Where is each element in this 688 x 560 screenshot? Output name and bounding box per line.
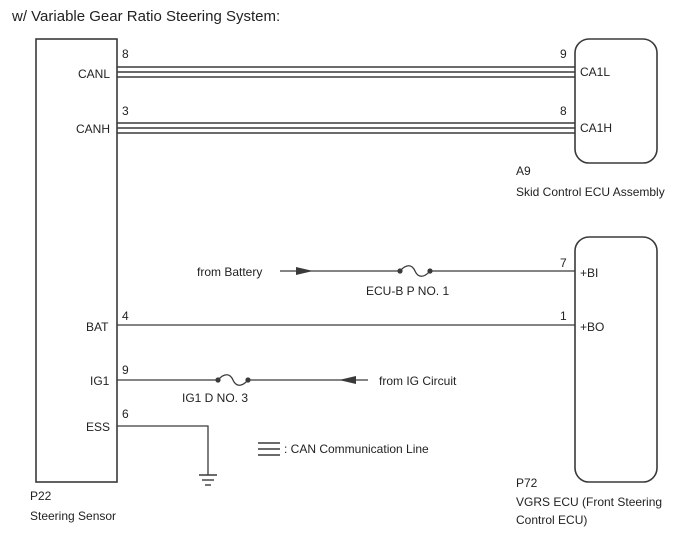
bi-arrow-icon: [296, 267, 313, 275]
canh-left-label: CANH: [76, 122, 110, 136]
fuse-terminal-icon: [397, 268, 403, 274]
skid-control-ecu-id: A9: [516, 164, 531, 178]
canl-right-label: CA1L: [580, 65, 610, 79]
ecu-b-fuse-label: ECU-B P NO. 1: [366, 284, 449, 298]
canh-right-pin: 8: [560, 104, 567, 118]
steering-sensor-box: [35, 38, 118, 483]
bi-right-label: +BI: [580, 266, 598, 280]
canh-left-pin: 3: [122, 104, 129, 118]
canl-left-label: CANL: [78, 67, 110, 81]
skid-control-ecu-name: Skid Control ECU Assembly: [516, 185, 665, 199]
ess-left-label: ESS: [86, 420, 110, 434]
vgrs-ecu-name-line1: VGRS ECU (Front Steering: [516, 495, 662, 509]
vgrs-ecu-id: P72: [516, 476, 538, 490]
ess-wire: [117, 425, 209, 475]
ess-left-pin: 6: [122, 407, 129, 421]
bo-right-label: +BO: [580, 320, 604, 334]
ig1-fuse-icon: [217, 374, 249, 386]
ig1-fuse-label: IG1 D NO. 3: [182, 391, 248, 405]
fuse-terminal-icon: [215, 377, 221, 383]
vgrs-ecu-box: [574, 236, 658, 483]
bi-right-pin: 7: [560, 256, 567, 270]
bat-right-pin: 1: [560, 309, 567, 323]
ig-circuit-source-label: from IG Circuit: [379, 374, 457, 388]
canl-right-pin: 9: [560, 47, 567, 61]
ig1-left-label: IG1: [90, 374, 110, 388]
skid-control-ecu-box: [574, 38, 658, 164]
steering-sensor-name: Steering Sensor: [30, 509, 116, 523]
canl-left-pin: 8: [122, 47, 129, 61]
canl-wire: [117, 66, 575, 78]
diagram-title: w/ Variable Gear Ratio Steering System:: [11, 8, 280, 25]
vgrs-ecu-name-line2: Control ECU): [516, 513, 587, 527]
ig1-arrow-icon: [339, 376, 356, 384]
ig1-left-pin: 9: [122, 363, 129, 377]
battery-source-label: from Battery: [197, 265, 262, 279]
bat-left-label: BAT: [86, 320, 109, 334]
ecu-b-fuse-icon: [399, 265, 431, 277]
steering-sensor-id: P22: [30, 489, 52, 503]
canh-right-label: CA1H: [580, 121, 612, 135]
ground-icon: [199, 474, 217, 486]
can-line-legend-text: : CAN Communication Line: [284, 442, 429, 456]
can-line-legend-icon: [258, 442, 280, 456]
canh-wire: [117, 122, 575, 134]
bat-left-pin: 4: [122, 309, 129, 323]
